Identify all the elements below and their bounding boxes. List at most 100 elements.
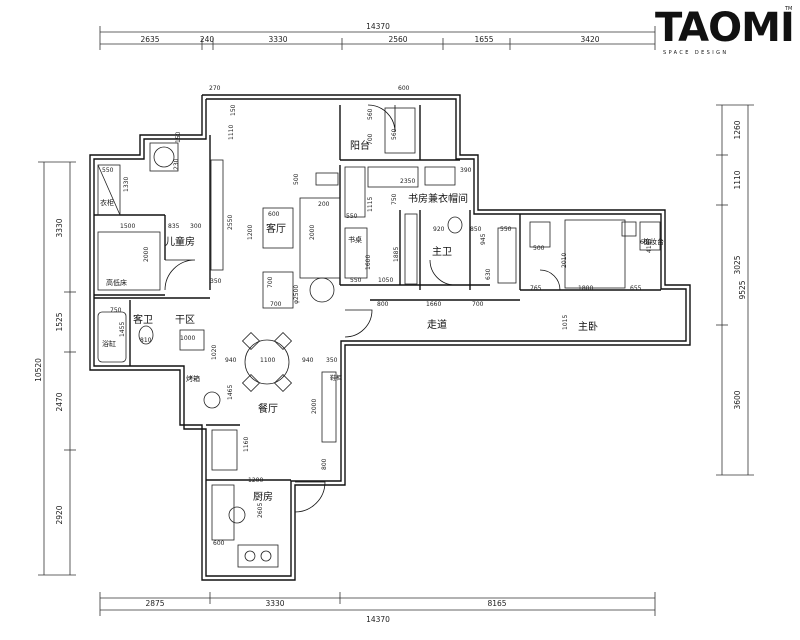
loft-bed — [97, 231, 161, 291]
svg-text:1465: 1465 — [227, 385, 234, 400]
svg-text:800: 800 — [321, 458, 328, 470]
svg-text:1500: 1500 — [120, 223, 135, 230]
svg-text:600: 600 — [640, 239, 652, 246]
dim-left-4: 2920 — [55, 505, 64, 524]
svg-text:300: 300 — [190, 223, 202, 230]
dim-left-total: 10520 — [34, 358, 43, 382]
svg-text:500: 500 — [533, 245, 545, 252]
room-master-bath: 主卫 — [432, 246, 452, 258]
study-wardrobe-a — [344, 166, 366, 218]
room-kids: 儿童房 — [165, 235, 195, 248]
svg-text:270: 270 — [209, 85, 221, 92]
room-living: 客厅 — [266, 222, 286, 235]
svg-text:630: 630 — [485, 268, 492, 280]
walls — [89, 94, 691, 581]
svg-text:φ2500: φ2500 — [293, 285, 300, 304]
furniture-labels: 衣柜 高低床 浴缸 烤箱 书桌 梳妆台 鞋柜 — [100, 198, 664, 383]
dim-bottom-3: 8165 — [487, 599, 506, 608]
svg-text:945: 945 — [480, 233, 487, 245]
label-oven: 烤箱 — [186, 374, 200, 383]
dining-table — [244, 339, 290, 385]
svg-text:1885: 1885 — [393, 247, 400, 262]
svg-text:560: 560 — [391, 128, 398, 140]
svg-text:1160: 1160 — [243, 437, 250, 452]
master-toilet — [447, 216, 463, 234]
svg-text:500: 500 — [293, 173, 300, 185]
svg-text:2550: 2550 — [227, 215, 234, 230]
label-bathtub: 浴缸 — [102, 339, 116, 348]
dim-left-2: 1525 — [55, 312, 64, 331]
dimension-texts: 14370 2635 240 3330 2560 1655 3420 14370… — [34, 22, 747, 624]
tv-cabinet — [210, 159, 224, 271]
study-wardrobe-b — [367, 166, 419, 188]
dim-right-4: 3600 — [733, 390, 742, 409]
master-shower — [497, 227, 517, 284]
svg-text:1600: 1600 — [365, 255, 372, 270]
dim-top-4: 2560 — [388, 35, 407, 44]
dim-top-2: 240 — [200, 35, 215, 44]
svg-text:1100: 1100 — [260, 357, 275, 364]
kitchen-counter — [211, 484, 235, 541]
svg-text:750: 750 — [391, 193, 398, 205]
dim-top-3: 3330 — [268, 35, 287, 44]
bathtub — [97, 311, 127, 363]
dim-left-1: 3330 — [55, 218, 64, 237]
svg-text:1050: 1050 — [378, 277, 393, 284]
room-kitchen: 厨房 — [253, 490, 273, 503]
dim-top-1: 2635 — [140, 35, 159, 44]
svg-text:1200: 1200 — [247, 225, 254, 240]
svg-text:1020: 1020 — [211, 345, 218, 360]
guest-basin — [179, 329, 205, 351]
dim-right-1: 1260 — [733, 120, 742, 139]
brand-logo: TAOMI SPACE DESIGN TM — [655, 6, 795, 56]
svg-text:1455: 1455 — [119, 322, 126, 337]
study-wardrobe-c — [424, 166, 456, 186]
dim-right-2: 1110 — [733, 170, 742, 189]
svg-text:600: 600 — [398, 85, 410, 92]
master-bed — [564, 219, 626, 289]
svg-text:2000: 2000 — [311, 399, 318, 414]
svg-text:920: 920 — [433, 226, 445, 233]
label-desk: 书桌 — [348, 235, 362, 244]
svg-text:1110: 1110 — [228, 125, 235, 140]
svg-text:550: 550 — [346, 213, 358, 220]
svg-text:600: 600 — [213, 540, 225, 547]
svg-text:835: 835 — [168, 223, 180, 230]
dim-top-total: 14370 — [366, 22, 390, 31]
washer — [149, 142, 179, 172]
room-guest-bath: 客卫 — [133, 313, 153, 326]
svg-text:390: 390 — [460, 167, 472, 174]
stove — [237, 544, 279, 568]
svg-text:700: 700 — [270, 301, 282, 308]
svg-text:550: 550 — [500, 226, 512, 233]
oven — [203, 391, 221, 409]
room-balcony: 阳台 — [350, 139, 370, 152]
label-dresser: 梳妆台 — [643, 237, 664, 246]
svg-text:655: 655 — [630, 285, 642, 292]
brand-tm: TM — [785, 6, 793, 12]
svg-text:2350: 2350 — [400, 178, 415, 185]
svg-text:1015: 1015 — [562, 315, 569, 330]
svg-text:810: 810 — [140, 337, 152, 344]
balcony-cabinet — [384, 107, 416, 154]
label-wardrobe: 衣柜 — [100, 198, 114, 207]
fridge — [211, 429, 238, 471]
svg-text:1000: 1000 — [180, 335, 195, 342]
furniture-shapes — [97, 107, 661, 568]
dim-bottom-2: 3330 — [265, 599, 284, 608]
coffee-table — [262, 207, 294, 249]
room-corridor: 走道 — [427, 318, 447, 331]
armchair — [262, 271, 294, 309]
svg-text:940: 940 — [225, 357, 237, 364]
svg-text:2010: 2010 — [561, 253, 568, 268]
room-master-bedroom: 主卧 — [578, 320, 598, 333]
sofa — [299, 197, 341, 279]
svg-text:560: 560 — [367, 108, 374, 120]
room-labels: 儿童房 客卫 干区 客厅 餐厅 厨房 阳台 书房兼衣帽间 主卫 主卧 走道 — [133, 139, 598, 503]
dim-right-3: 3025 — [733, 255, 742, 274]
svg-text:150: 150 — [230, 104, 237, 116]
study-desk — [344, 227, 368, 279]
dresser — [639, 221, 661, 251]
svg-text:200: 200 — [318, 201, 330, 208]
